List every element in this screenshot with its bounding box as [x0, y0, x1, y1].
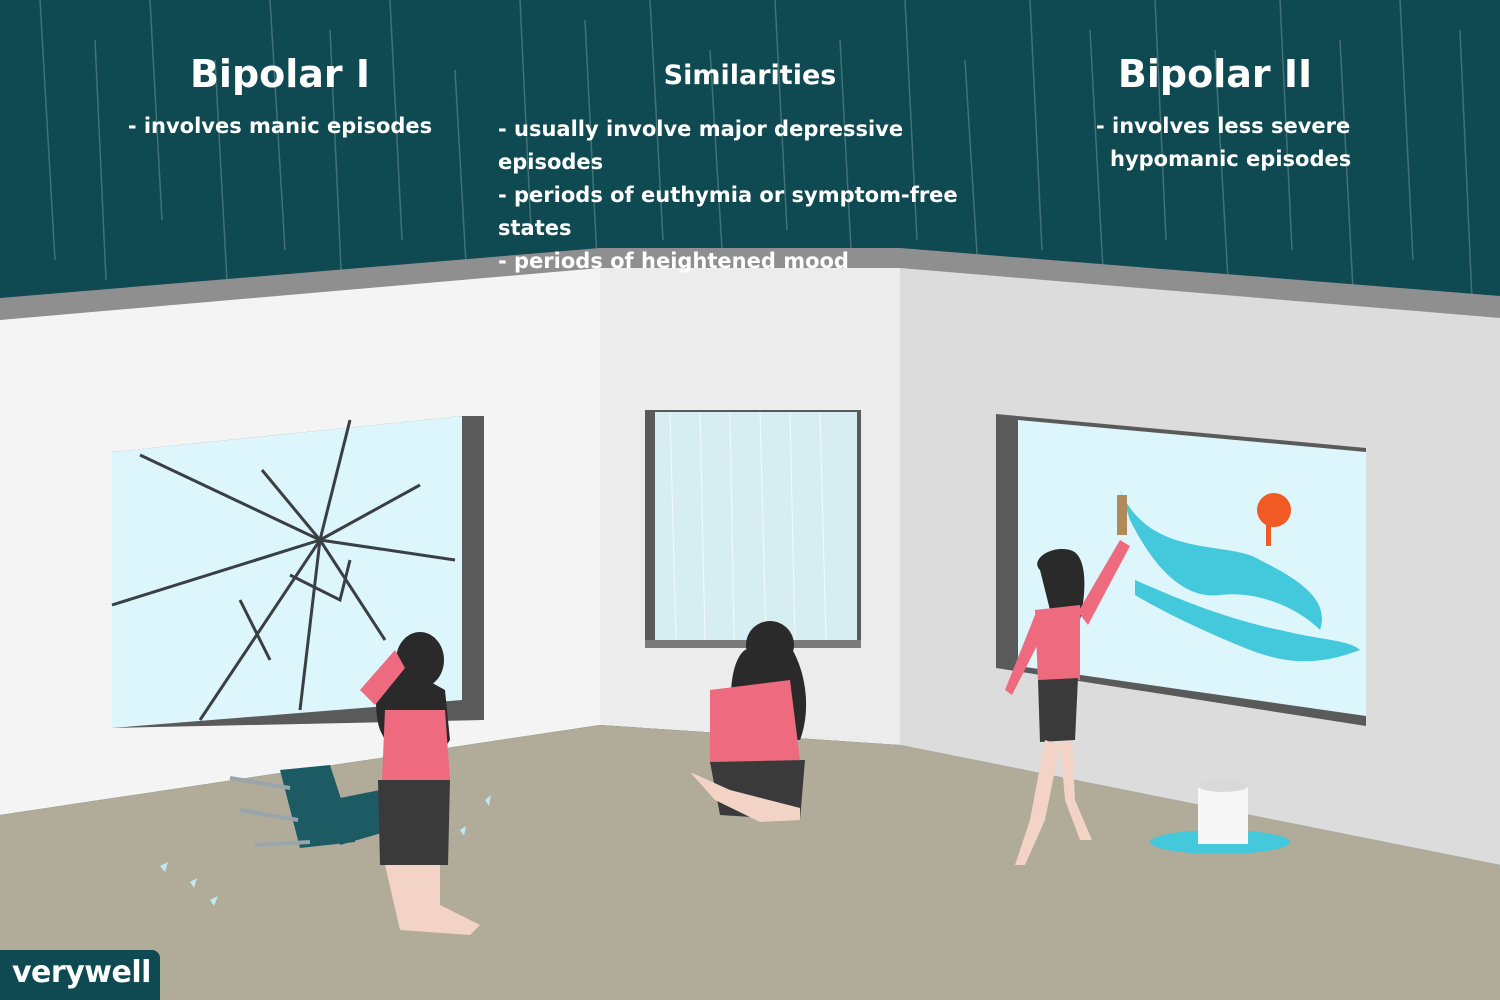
center-window [645, 410, 861, 648]
figure-depressed [690, 621, 807, 822]
bipolar2-bullet: - involves less severe [1096, 114, 1351, 138]
fallen-chair [229, 765, 385, 848]
paint-stroke-upper [1120, 490, 1322, 630]
bipolar1-column: Bipolar I - involves manic episodes [110, 52, 450, 143]
painted-window [996, 414, 1366, 726]
similarities-bullet: - usually involve major depressive episo… [498, 117, 904, 174]
bipolar2-bullets: - involves less severe hypomanic episode… [1060, 110, 1370, 176]
bipolar1-bullets: - involves manic episodes [110, 110, 450, 143]
ceiling-trim [0, 248, 1500, 320]
paint-splat-red [1257, 493, 1291, 527]
bipolar2-column: Bipolar II - involves less severe hypoma… [1060, 52, 1370, 176]
figure-bipolar2 [1005, 495, 1130, 865]
paint-bucket [1150, 780, 1290, 854]
bipolar1-bullet: - involves manic episodes [127, 114, 433, 138]
rain-streaks [39, 0, 1473, 301]
paint-stroke-lower [1135, 580, 1360, 662]
logo-text: verywell [12, 955, 151, 990]
similarities-bullet: - periods of euthymia or symptom-free st… [498, 183, 958, 240]
verywell-logo: verywell [0, 950, 160, 1000]
similarities-title: Similarities [663, 60, 837, 91]
figure-bipolar1 [360, 632, 480, 935]
similarities-bullets: - usually involve major depressive episo… [490, 113, 1010, 278]
broken-window [111, 416, 484, 728]
bipolar2-bullet-continued: hypomanic episodes [1110, 147, 1352, 171]
bipolar1-title: Bipolar I [189, 52, 371, 96]
similarities-column: Similarities - usually involve major dep… [490, 60, 1010, 278]
bipolar2-title: Bipolar II [1117, 52, 1313, 96]
similarities-bullet: - periods of heightened mood [498, 249, 849, 273]
